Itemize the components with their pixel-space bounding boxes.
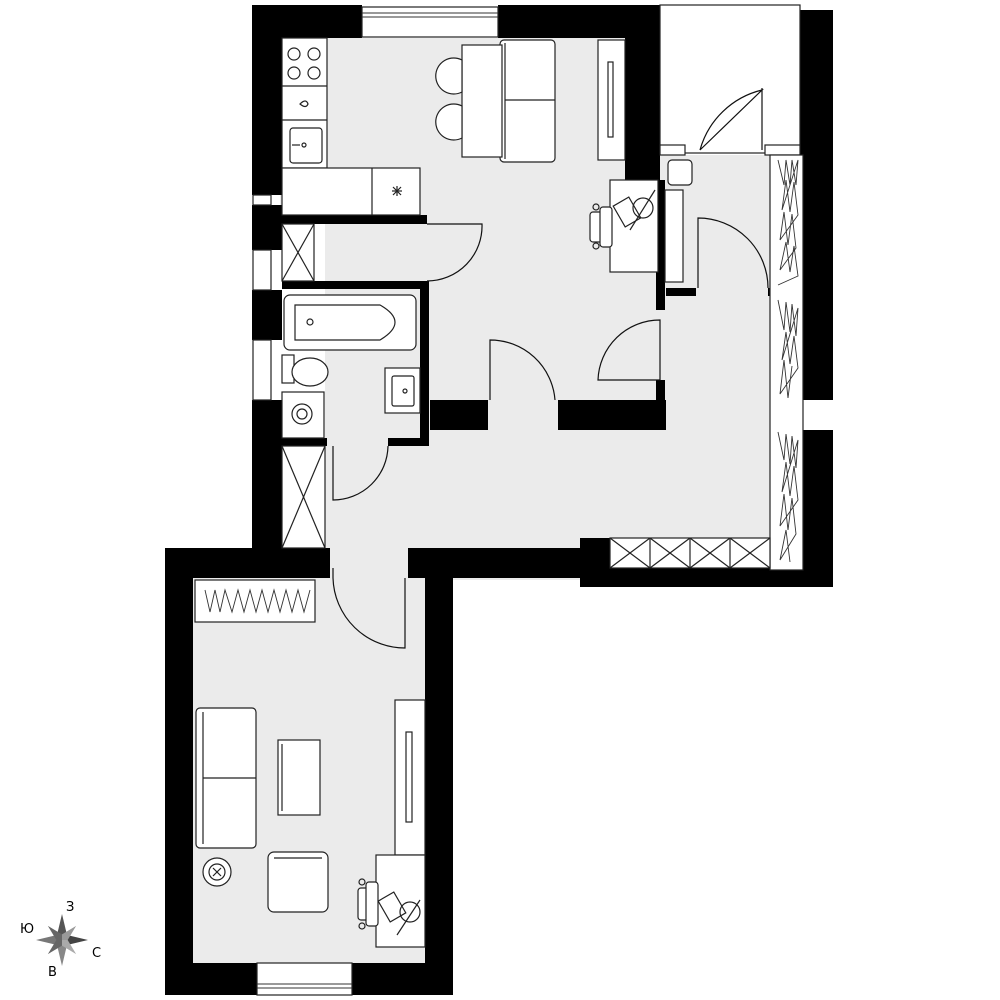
wall — [352, 963, 453, 995]
balcony-outline — [659, 4, 801, 154]
wall — [425, 578, 453, 995]
wall — [252, 205, 282, 250]
door-hall — [489, 339, 556, 401]
storage — [281, 223, 483, 282]
balcony-door — [699, 88, 765, 151]
window-kitchen — [361, 6, 499, 38]
wall — [800, 10, 833, 180]
door-bathroom — [332, 445, 389, 501]
counter-segment — [281, 167, 421, 216]
snowflake-icon — [392, 186, 402, 196]
wall — [240, 548, 300, 570]
coffee-table — [277, 739, 321, 816]
wall — [666, 288, 696, 296]
bathroom — [281, 294, 421, 549]
wall — [282, 281, 427, 289]
wall — [165, 548, 193, 995]
kitchen-sofa — [499, 39, 556, 163]
window-side — [252, 194, 272, 401]
balcony-door-frame — [659, 144, 686, 156]
compass-east-label: С — [92, 946, 102, 961]
wall — [388, 438, 423, 446]
hall-doors — [332, 217, 769, 649]
armchair — [267, 851, 329, 913]
desk — [609, 179, 659, 273]
wall — [800, 180, 833, 400]
sofa — [195, 707, 257, 849]
chair — [435, 103, 463, 141]
wall — [800, 430, 833, 587]
hall-wardrobe — [769, 154, 804, 571]
living-wardrobe — [194, 579, 316, 623]
compass-south-label: В — [48, 965, 57, 980]
wall — [282, 215, 427, 224]
wall — [252, 290, 282, 340]
drop-icon — [299, 100, 309, 108]
chair — [589, 203, 613, 250]
floor-lamp — [202, 857, 232, 887]
door-entry — [332, 568, 406, 649]
wall — [252, 400, 282, 550]
laptop — [377, 891, 407, 923]
wall — [252, 5, 282, 195]
door-storage — [426, 223, 483, 282]
wardrobe-right — [769, 154, 804, 571]
window-living — [256, 962, 353, 996]
dining-table — [461, 44, 503, 158]
wall — [165, 963, 257, 995]
compass-star-icon — [36, 914, 88, 966]
wardrobe-kitchen — [597, 39, 626, 161]
wall — [580, 568, 833, 587]
sink — [282, 119, 327, 164]
compass-north-label: З — [66, 900, 75, 915]
small-cabinet — [667, 159, 693, 186]
door-hall — [697, 217, 769, 289]
hall-cabinet — [609, 537, 771, 569]
stove — [282, 47, 327, 87]
wall — [656, 180, 665, 310]
balcony-door-frame — [764, 144, 801, 156]
compass-west-label: Ю — [20, 922, 35, 937]
washing-machine — [281, 391, 325, 439]
laptop — [612, 196, 642, 228]
study-corner — [589, 159, 693, 283]
wall — [656, 380, 665, 402]
wall — [625, 5, 660, 180]
tv-cabinet — [394, 699, 426, 856]
windows — [252, 6, 499, 996]
wall — [420, 281, 429, 446]
chair — [357, 878, 379, 930]
balcony — [659, 4, 801, 156]
wall — [430, 400, 488, 430]
wall — [282, 438, 327, 446]
shelf — [664, 189, 684, 283]
toilet — [291, 357, 329, 387]
door-hall — [597, 319, 661, 381]
living-room — [194, 579, 426, 948]
wall — [558, 400, 666, 430]
wall — [408, 548, 580, 578]
bathtub — [283, 294, 417, 351]
chair — [435, 57, 463, 95]
walls — [165, 5, 833, 995]
kitchen — [281, 37, 626, 216]
